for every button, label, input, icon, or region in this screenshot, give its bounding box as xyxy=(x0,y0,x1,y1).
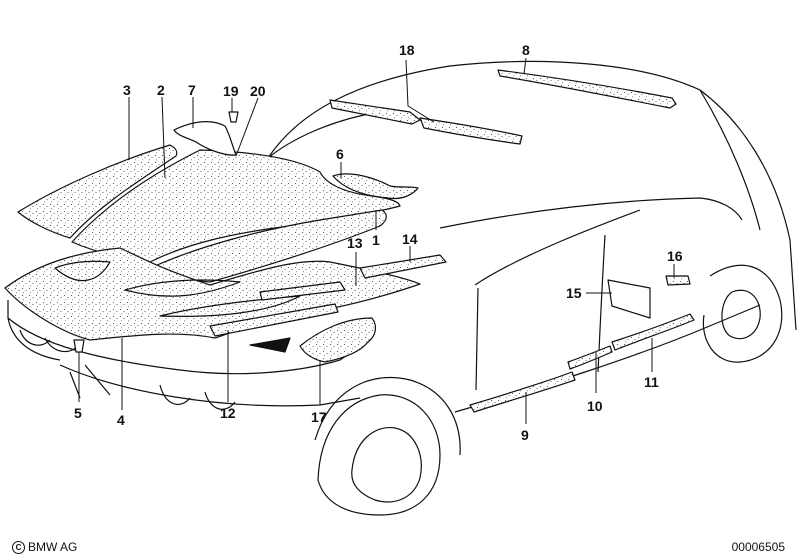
callout-16: 16 xyxy=(667,248,683,264)
part-3-hood-insulation-left xyxy=(17,144,178,239)
part-18-roof-strip-a xyxy=(329,99,421,125)
copyright-icon: C xyxy=(12,540,25,554)
drawing-number: 00006505 xyxy=(731,540,785,554)
callout-7: 7 xyxy=(188,82,196,98)
part-17-wheelhouse-panel xyxy=(299,317,377,363)
callout-18: 18 xyxy=(399,42,415,58)
part-8-roof-strip xyxy=(497,69,677,109)
callout-15: 15 xyxy=(566,285,582,301)
part-6-bracket xyxy=(332,173,419,200)
part-12-insulation-strip xyxy=(209,303,339,337)
parts xyxy=(4,69,695,413)
part-19-clip xyxy=(228,111,239,123)
part-4-engine-bay-insulation xyxy=(4,247,421,341)
callout-6: 6 xyxy=(336,146,344,162)
callout-20: 20 xyxy=(250,83,266,99)
copyright-notice: C BMW AG xyxy=(12,540,77,554)
part-18-roof-strip-b xyxy=(419,117,523,145)
part-5-push-clip xyxy=(73,339,85,353)
callout-10: 10 xyxy=(587,398,603,414)
part-1-hood-insulation-right xyxy=(154,209,387,283)
part-13-insulation-strip xyxy=(259,281,346,301)
callout-11: 11 xyxy=(644,374,659,390)
callout-9: 9 xyxy=(521,427,529,443)
callout-5: 5 xyxy=(74,405,82,421)
part-11-sill-strip xyxy=(611,313,695,351)
part-9-sill-strip xyxy=(469,371,576,413)
callout-17: 17 xyxy=(311,409,327,425)
part-15-side-panel xyxy=(607,279,651,319)
callout-12: 12 xyxy=(220,405,236,421)
callout-labels: 3 2 7 19 20 18 8 6 1 13 14 16 15 11 10 9… xyxy=(74,42,683,443)
part-16-clip xyxy=(665,275,691,286)
part-2-hood-insulation xyxy=(71,149,401,263)
callout-4: 4 xyxy=(117,412,125,428)
copyright-text: BMW AG xyxy=(28,540,78,554)
callout-8: 8 xyxy=(522,42,530,58)
leader-lines xyxy=(78,57,675,424)
callout-14: 14 xyxy=(402,231,418,247)
callout-1: 1 xyxy=(372,232,380,248)
part-10-sill-strip xyxy=(567,345,613,370)
callout-2: 2 xyxy=(157,82,165,98)
callout-19: 19 xyxy=(223,83,239,99)
callout-13: 13 xyxy=(347,235,363,251)
callout-3: 3 xyxy=(123,82,131,98)
part-14-insulation-strip xyxy=(359,254,447,279)
